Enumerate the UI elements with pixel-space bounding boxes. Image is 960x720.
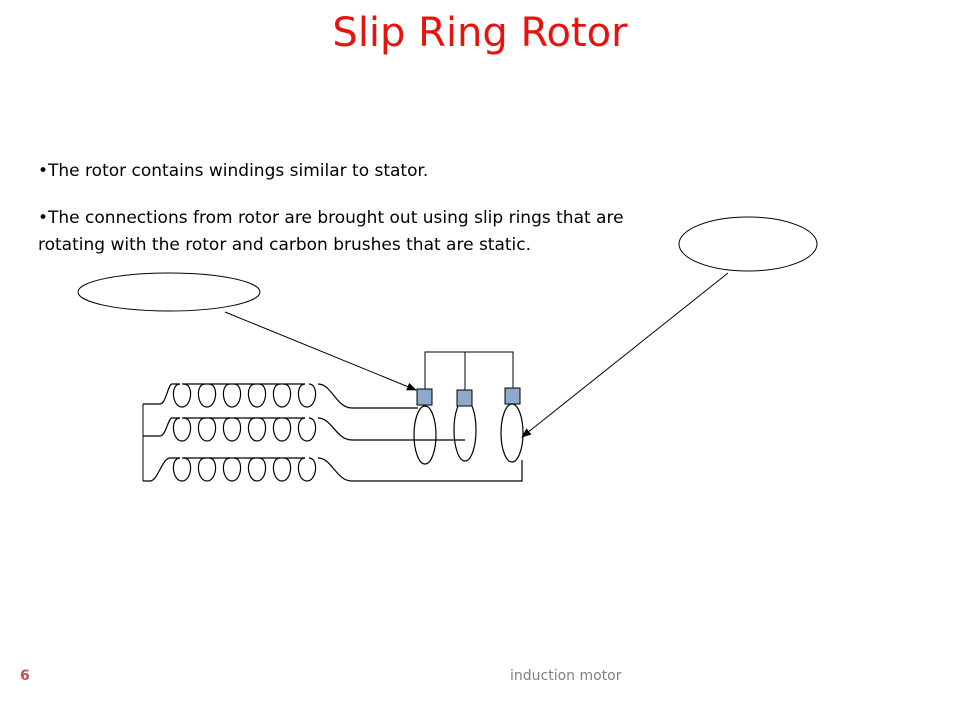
rotor-winding-phase-3 — [143, 457, 523, 482]
bullet-list: •The rotor contains windings similar to … — [38, 158, 678, 259]
page-number: 6 — [20, 668, 30, 684]
bullet-rotor-windings: •The rotor contains windings similar to … — [38, 161, 429, 181]
carbon-brush-3 — [504, 387, 521, 405]
slide-title: Slip Ring Rotor — [332, 10, 628, 56]
slip-ring-2 — [453, 398, 477, 462]
slip-ring-3 — [500, 403, 524, 463]
rotor-winding-phase-2 — [143, 417, 465, 442]
bullet-slip-rings: •The connections from rotor are brought … — [38, 208, 624, 255]
rotor-winding-phase-1 — [143, 383, 418, 409]
callout-right-ellipse — [678, 216, 818, 272]
carbon-brush-1 — [416, 388, 433, 406]
brush-external-wiring — [424, 351, 514, 390]
callout-left-ellipse — [77, 272, 261, 312]
slip-ring-1 — [413, 405, 437, 465]
callout-left-arrow — [224, 311, 417, 391]
carbon-brush-2 — [456, 389, 473, 407]
footer-text: induction motor — [510, 668, 622, 684]
callout-right-arrow — [521, 272, 729, 438]
